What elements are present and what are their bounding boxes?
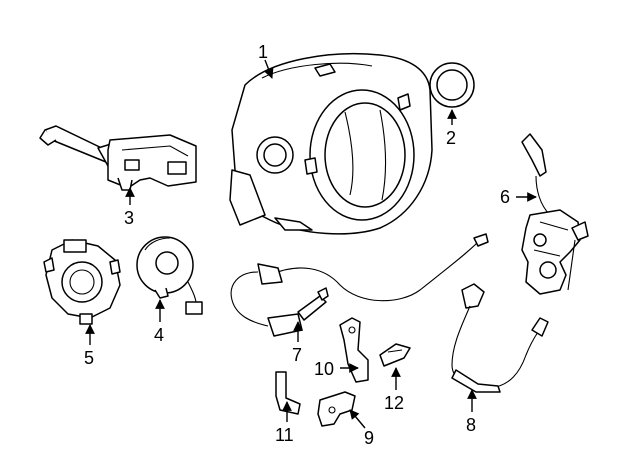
combination-switch [39, 125, 197, 191]
harness-cable [451, 283, 549, 393]
clock-spring [43, 239, 121, 325]
callout-3: 3 [124, 208, 134, 228]
clip [379, 343, 411, 367]
bracket-small [275, 371, 301, 415]
leader-1 [264, 59, 274, 79]
bracket-lower [317, 391, 356, 427]
bracket-vertical [339, 317, 369, 383]
callout-7: 7 [292, 345, 302, 365]
callout-8: 8 [466, 415, 476, 435]
lock-cylinder-bezel [429, 62, 475, 108]
callout-5: 5 [84, 348, 94, 368]
callout-12: 12 [384, 393, 404, 413]
shift-interlock-assembly [521, 133, 589, 295]
leader-9 [349, 409, 366, 429]
callout-10: 10 [314, 359, 334, 379]
callout-1: 1 [258, 42, 268, 62]
callout-6: 6 [500, 187, 510, 207]
angle-sensor [136, 236, 203, 315]
callout-4: 4 [154, 325, 164, 345]
callout-2: 2 [446, 128, 456, 148]
callout-11: 11 [275, 425, 294, 445]
callout-9: 9 [364, 428, 374, 448]
steering-column-shroud [229, 53, 433, 235]
shift-interlock-cable [230, 233, 489, 337]
